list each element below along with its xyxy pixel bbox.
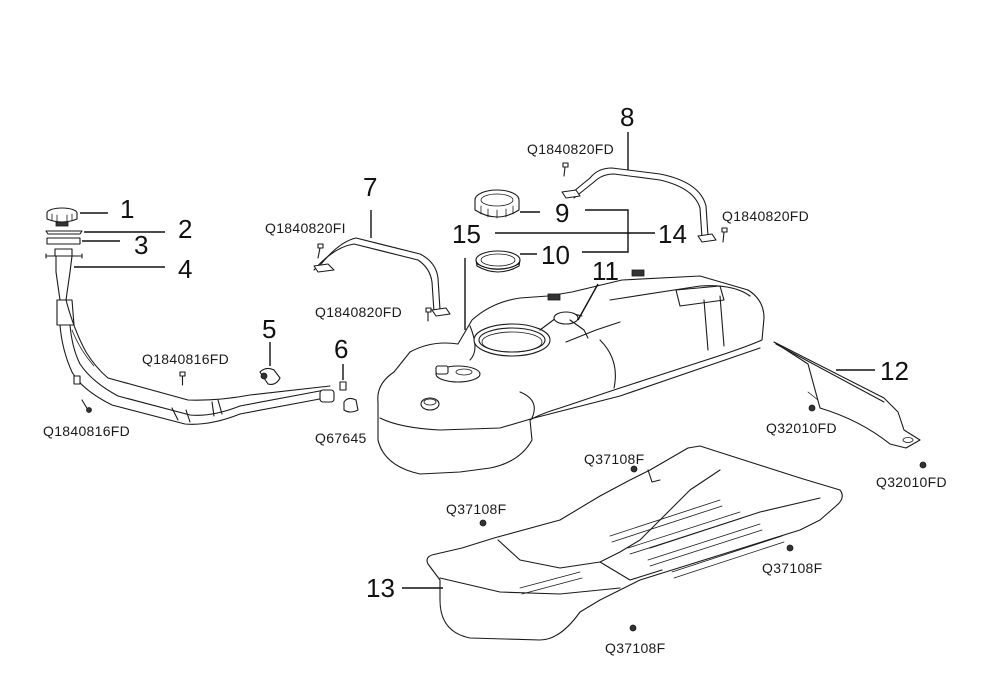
bolt-q1840816-upper[interactable] [179,371,186,386]
nut-q32010-lower[interactable] [919,461,927,469]
fastener-label-q32010-lower[interactable]: Q32010FD [876,474,947,490]
nut-q37108-right[interactable] [786,544,794,552]
fastener-label-strap7-bottom[interactable]: Q1840820FD [315,304,402,320]
callout-14[interactable]: 14 [658,219,687,249]
bolt-q1840820-strap7-left[interactable] [317,243,324,259]
nut-q37108-left[interactable] [479,519,487,527]
fuel-filler-cap[interactable] [46,207,78,227]
callout-10[interactable]: 10 [541,240,570,270]
callout-15[interactable]: 15 [452,219,481,249]
fastener-label-q1840816-lower[interactable]: Q1840816FD [43,423,130,439]
fastener-label-q67645[interactable]: Q67645 [315,430,367,446]
hose-clamp[interactable] [259,367,281,385]
callout-6[interactable]: 6 [334,334,348,364]
fuel-tank[interactable] [377,269,765,475]
fastener-label-q32010-upper[interactable]: Q32010FD [766,420,837,436]
fastener-label-q1840816-upper[interactable]: Q1840816FD [142,351,229,367]
tank-skid-plate[interactable] [426,445,843,641]
leader-bracket-9-10 [582,209,629,253]
callout-13[interactable]: 13 [366,573,395,603]
fastener-label-q37108-right[interactable]: Q37108F [762,560,822,576]
bolt-q1840820-strap7-bottom[interactable] [425,307,432,322]
fastener-label-strap8-right[interactable]: Q1840820FD [722,208,809,224]
callout-12[interactable]: 12 [880,356,909,386]
gasket-ring[interactable] [46,237,81,245]
tank-strap-rear[interactable] [561,167,717,243]
callout-7[interactable]: 7 [363,172,377,202]
fastener-label-strap8-top[interactable]: Q1840820FD [527,141,614,157]
callout-4[interactable]: 4 [178,254,192,284]
callout-9[interactable]: 9 [555,198,569,228]
callout-2[interactable]: 2 [178,214,192,244]
hose-connector[interactable] [339,381,359,413]
fastener-label-q37108-left[interactable]: Q37108F [446,501,506,517]
tank-strap-front[interactable] [313,237,451,317]
fastener-label-q37108-top[interactable]: Q37108F [584,451,644,467]
seal-ring[interactable] [475,250,521,273]
callout-1[interactable]: 1 [120,194,134,224]
fastener-label-q37108-bottom[interactable]: Q37108F [605,640,665,656]
bolt-q1840816-lower[interactable] [81,399,92,413]
gasket-thin[interactable] [45,230,83,235]
lock-ring[interactable] [474,189,520,219]
callout-5[interactable]: 5 [262,314,276,344]
nut-q32010-upper[interactable] [808,404,816,412]
callout-8[interactable]: 8 [620,102,634,132]
leader-11 [577,283,599,321]
nut-q37108-top[interactable] [630,465,638,473]
bolt-q1840820-strap8-top[interactable] [562,162,569,177]
heat-shield-bracket[interactable] [773,341,921,449]
callout-3[interactable]: 3 [134,230,148,260]
bolt-q1840820-strap8-right[interactable] [721,227,728,243]
filler-neck-pipe[interactable] [45,248,335,425]
fastener-label-strap7-left[interactable]: Q1840820FI [265,220,346,236]
callout-11[interactable]: 11 [592,256,619,286]
nut-q37108-bottom[interactable] [629,624,637,632]
